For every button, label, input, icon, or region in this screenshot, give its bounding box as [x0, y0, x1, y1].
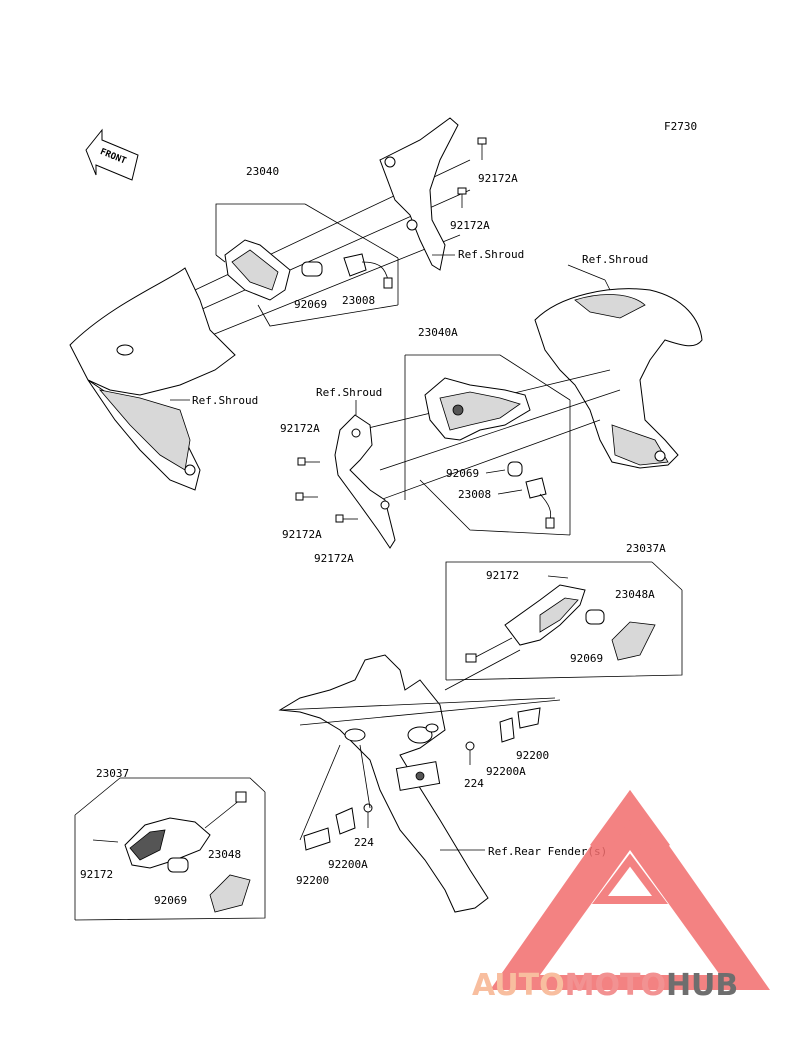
plate-92200A-a — [499, 717, 515, 743]
label-92172A-a: 92172A — [478, 172, 518, 185]
label-92200A-a: 92200A — [486, 765, 526, 778]
group-23040A — [295, 354, 621, 549]
label-92069-b: 92069 — [446, 467, 479, 480]
label-92172A-e: 92172A — [314, 552, 354, 565]
label-92200-a: 92200 — [516, 749, 549, 762]
bolt-92172A-b — [457, 187, 467, 208]
label-92172A-b: 92172A — [450, 219, 490, 232]
bolt-224-b — [363, 803, 373, 828]
label-23037A: 23037A — [626, 542, 666, 555]
rear-fender-group — [278, 649, 561, 913]
lens-23048 — [209, 874, 251, 913]
label-23040: 23040 — [246, 165, 279, 178]
watermark-hub: HUB — [666, 968, 738, 1003]
label-92172A-d: 92172A — [282, 528, 322, 541]
bulb-92069-c — [585, 609, 605, 625]
label-23048A: 23048A — [615, 588, 655, 601]
label-92200-b: 92200 — [296, 874, 329, 887]
right-shroud — [534, 288, 703, 469]
front-arrow-icon: FRONT — [85, 128, 139, 181]
bolt-224-a — [465, 741, 475, 765]
bulb-92069-d — [167, 857, 189, 873]
label-ref-shroud-mid: Ref.Shroud — [316, 386, 382, 399]
bolt-92172A-c — [297, 457, 320, 466]
label-92069-d: 92069 — [154, 894, 187, 907]
group-23037 — [74, 777, 266, 921]
figure-code: F2730 — [664, 120, 697, 133]
label-224-a: 224 — [464, 777, 484, 790]
label-92172-a: 92172 — [486, 569, 519, 582]
bolt-92172A-d — [295, 492, 318, 501]
watermark-logo: AUTOMOTOHUB — [472, 790, 770, 1003]
socket-23008-b — [525, 477, 547, 499]
lens-23048A — [611, 621, 656, 661]
watermark-auto: AUTO — [472, 968, 565, 1003]
watermark-moto: MOTO — [565, 968, 666, 1003]
watermark-triangle-icon — [490, 790, 770, 990]
rear-fender — [278, 654, 489, 913]
label-23048: 23048 — [208, 848, 241, 861]
svg-text:AUTOMOTOHUB: AUTOMOTOHUB — [472, 968, 738, 1003]
label-ref-shroud-right: Ref.Shroud — [582, 253, 648, 266]
label-92200A-b: 92200A — [328, 858, 368, 871]
right-shroud-group — [534, 264, 703, 469]
left-shroud — [69, 267, 236, 396]
label-ref-shroud-left: Ref.Shroud — [192, 394, 258, 407]
bolt-92172A-e — [335, 514, 358, 523]
shroud-bracket-mid — [334, 414, 396, 549]
label-23040A: 23040A — [418, 326, 458, 339]
label-92172A-c: 92172A — [280, 422, 320, 435]
label-92172-b: 92172 — [80, 868, 113, 881]
label-92069-c: 92069 — [570, 652, 603, 665]
label-224-b: 224 — [354, 836, 374, 849]
label-23008-a: 23008 — [342, 294, 375, 307]
plate-92200-b — [303, 827, 331, 851]
label-ref-rear-fender: Ref.Rear Fender(s) — [488, 845, 607, 858]
group-23037A — [445, 561, 683, 681]
label-ref-shroud-top: Ref.Shroud — [458, 248, 524, 261]
bulb-92069-b — [507, 461, 523, 477]
bulb-92069-a — [301, 261, 323, 277]
label-92069-a: 92069 — [294, 298, 327, 311]
group-23040 — [69, 117, 487, 491]
label-23037: 23037 — [96, 767, 129, 780]
label-23008-b: 23008 — [458, 488, 491, 501]
shroud-bracket-top — [379, 117, 459, 271]
bolt-92172A-a — [477, 137, 487, 160]
socket-23008-a — [343, 253, 367, 277]
plate-92200A-b — [335, 807, 356, 835]
plate-92200-a — [517, 707, 541, 729]
